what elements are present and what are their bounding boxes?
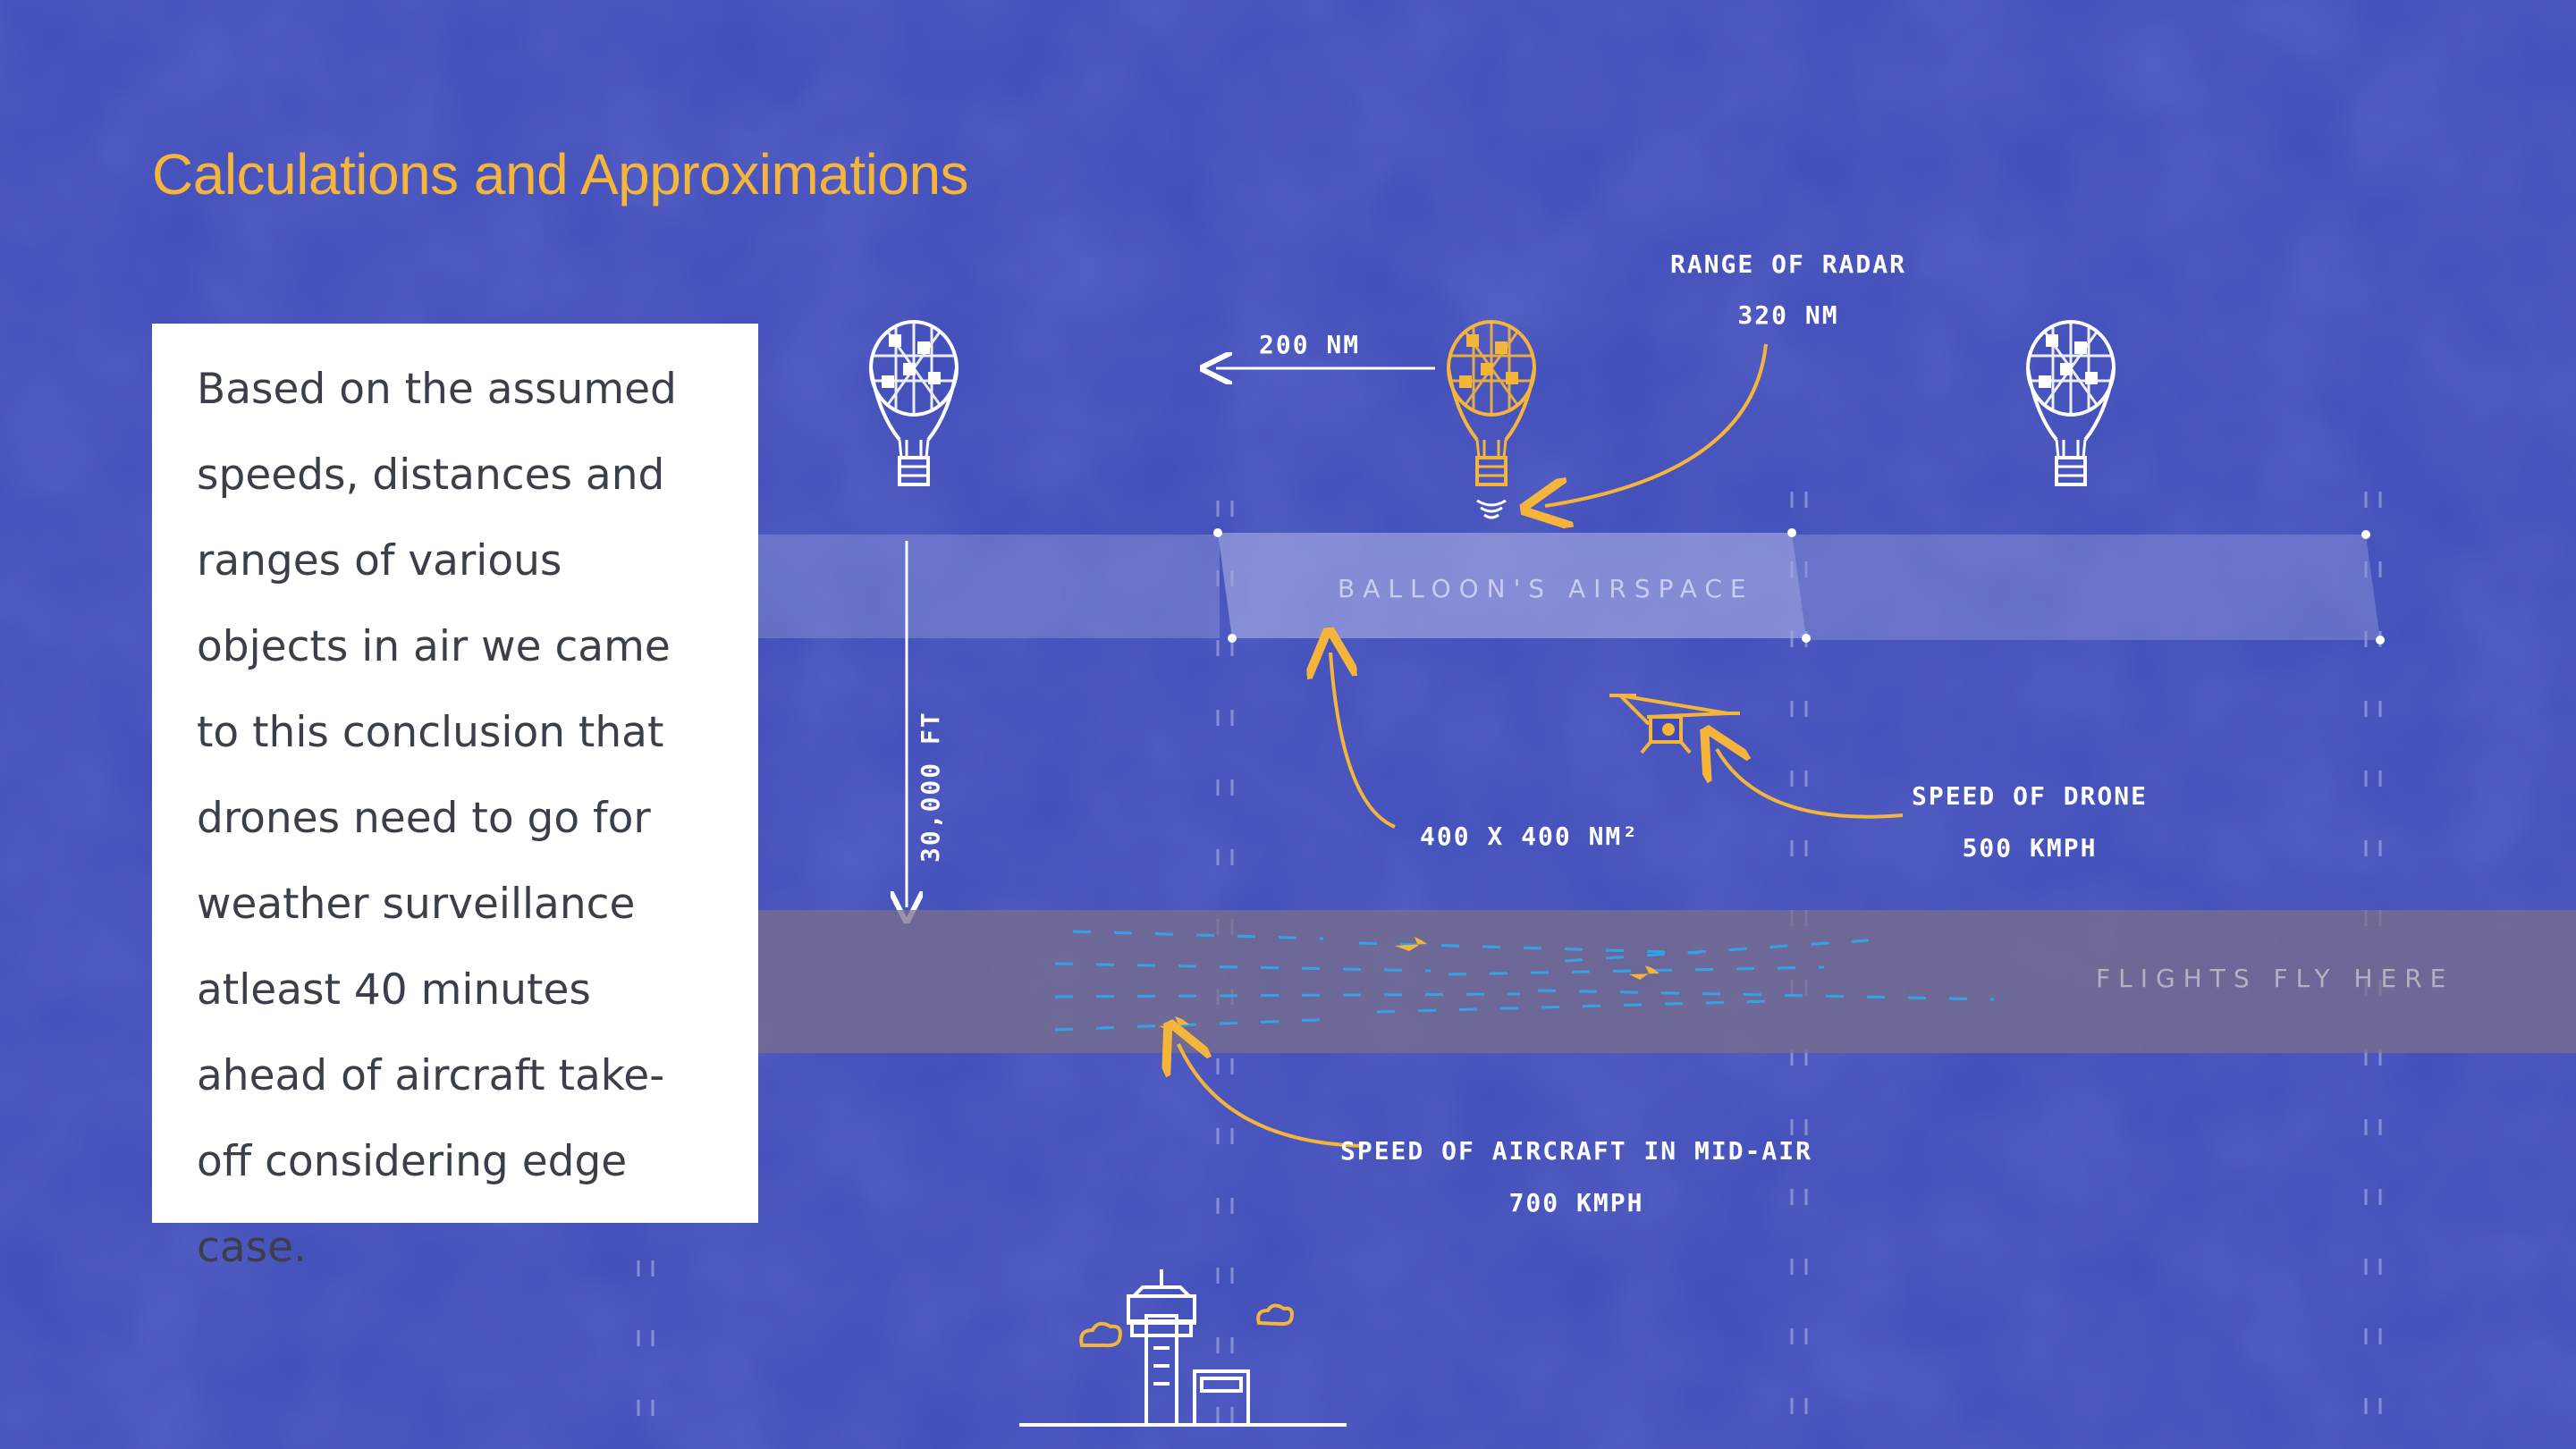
radar-arrow (1545, 343, 1768, 506)
drone-value: 500 KMPH (1963, 833, 2098, 863)
drone-arrow (1717, 749, 1904, 819)
aircraft-value: 700 KMPH (1509, 1188, 1644, 1217)
airplane-icon (1395, 937, 1427, 951)
balloon-icon (1447, 320, 1536, 486)
flights-label: FLIGHTS FLY HERE (2096, 964, 2454, 993)
cloud-icon (1256, 1303, 1294, 1327)
airplane-icon (1629, 965, 1660, 980)
aircraft-title: SPEED OF AIRCRAFT IN MID-AIR (1340, 1136, 1812, 1166)
area-label: 400 X 400 NM² (1420, 821, 1639, 851)
altitude-label: 30,000 FT (916, 711, 945, 863)
description-text: Based on the assumed speeds, distances a… (197, 365, 677, 1272)
radar-title: RANGE OF RADAR (1670, 249, 1906, 279)
drone-title: SPEED OF DRONE (1912, 781, 2148, 811)
aircraft-arrow (1178, 1044, 1364, 1148)
airspace-label: BALLOON'S AIRSPACE (1338, 574, 1754, 603)
control-tower-icon (1019, 1269, 1347, 1427)
radar-value: 320 NM (1737, 300, 1838, 330)
radar-signal-icon (1476, 499, 1507, 519)
airspace-band (758, 528, 2385, 644)
distance-label: 200 NM (1259, 330, 1360, 359)
description-box: Based on the assumed speeds, distances a… (152, 324, 758, 1272)
drone-icon (1609, 694, 1740, 754)
cloud-icon (1079, 1321, 1122, 1348)
page-title: Calculations and Approximations (152, 142, 969, 206)
area-arrow (1330, 653, 1396, 829)
balloon-icon (2026, 320, 2116, 486)
balloon-icon (869, 320, 959, 486)
